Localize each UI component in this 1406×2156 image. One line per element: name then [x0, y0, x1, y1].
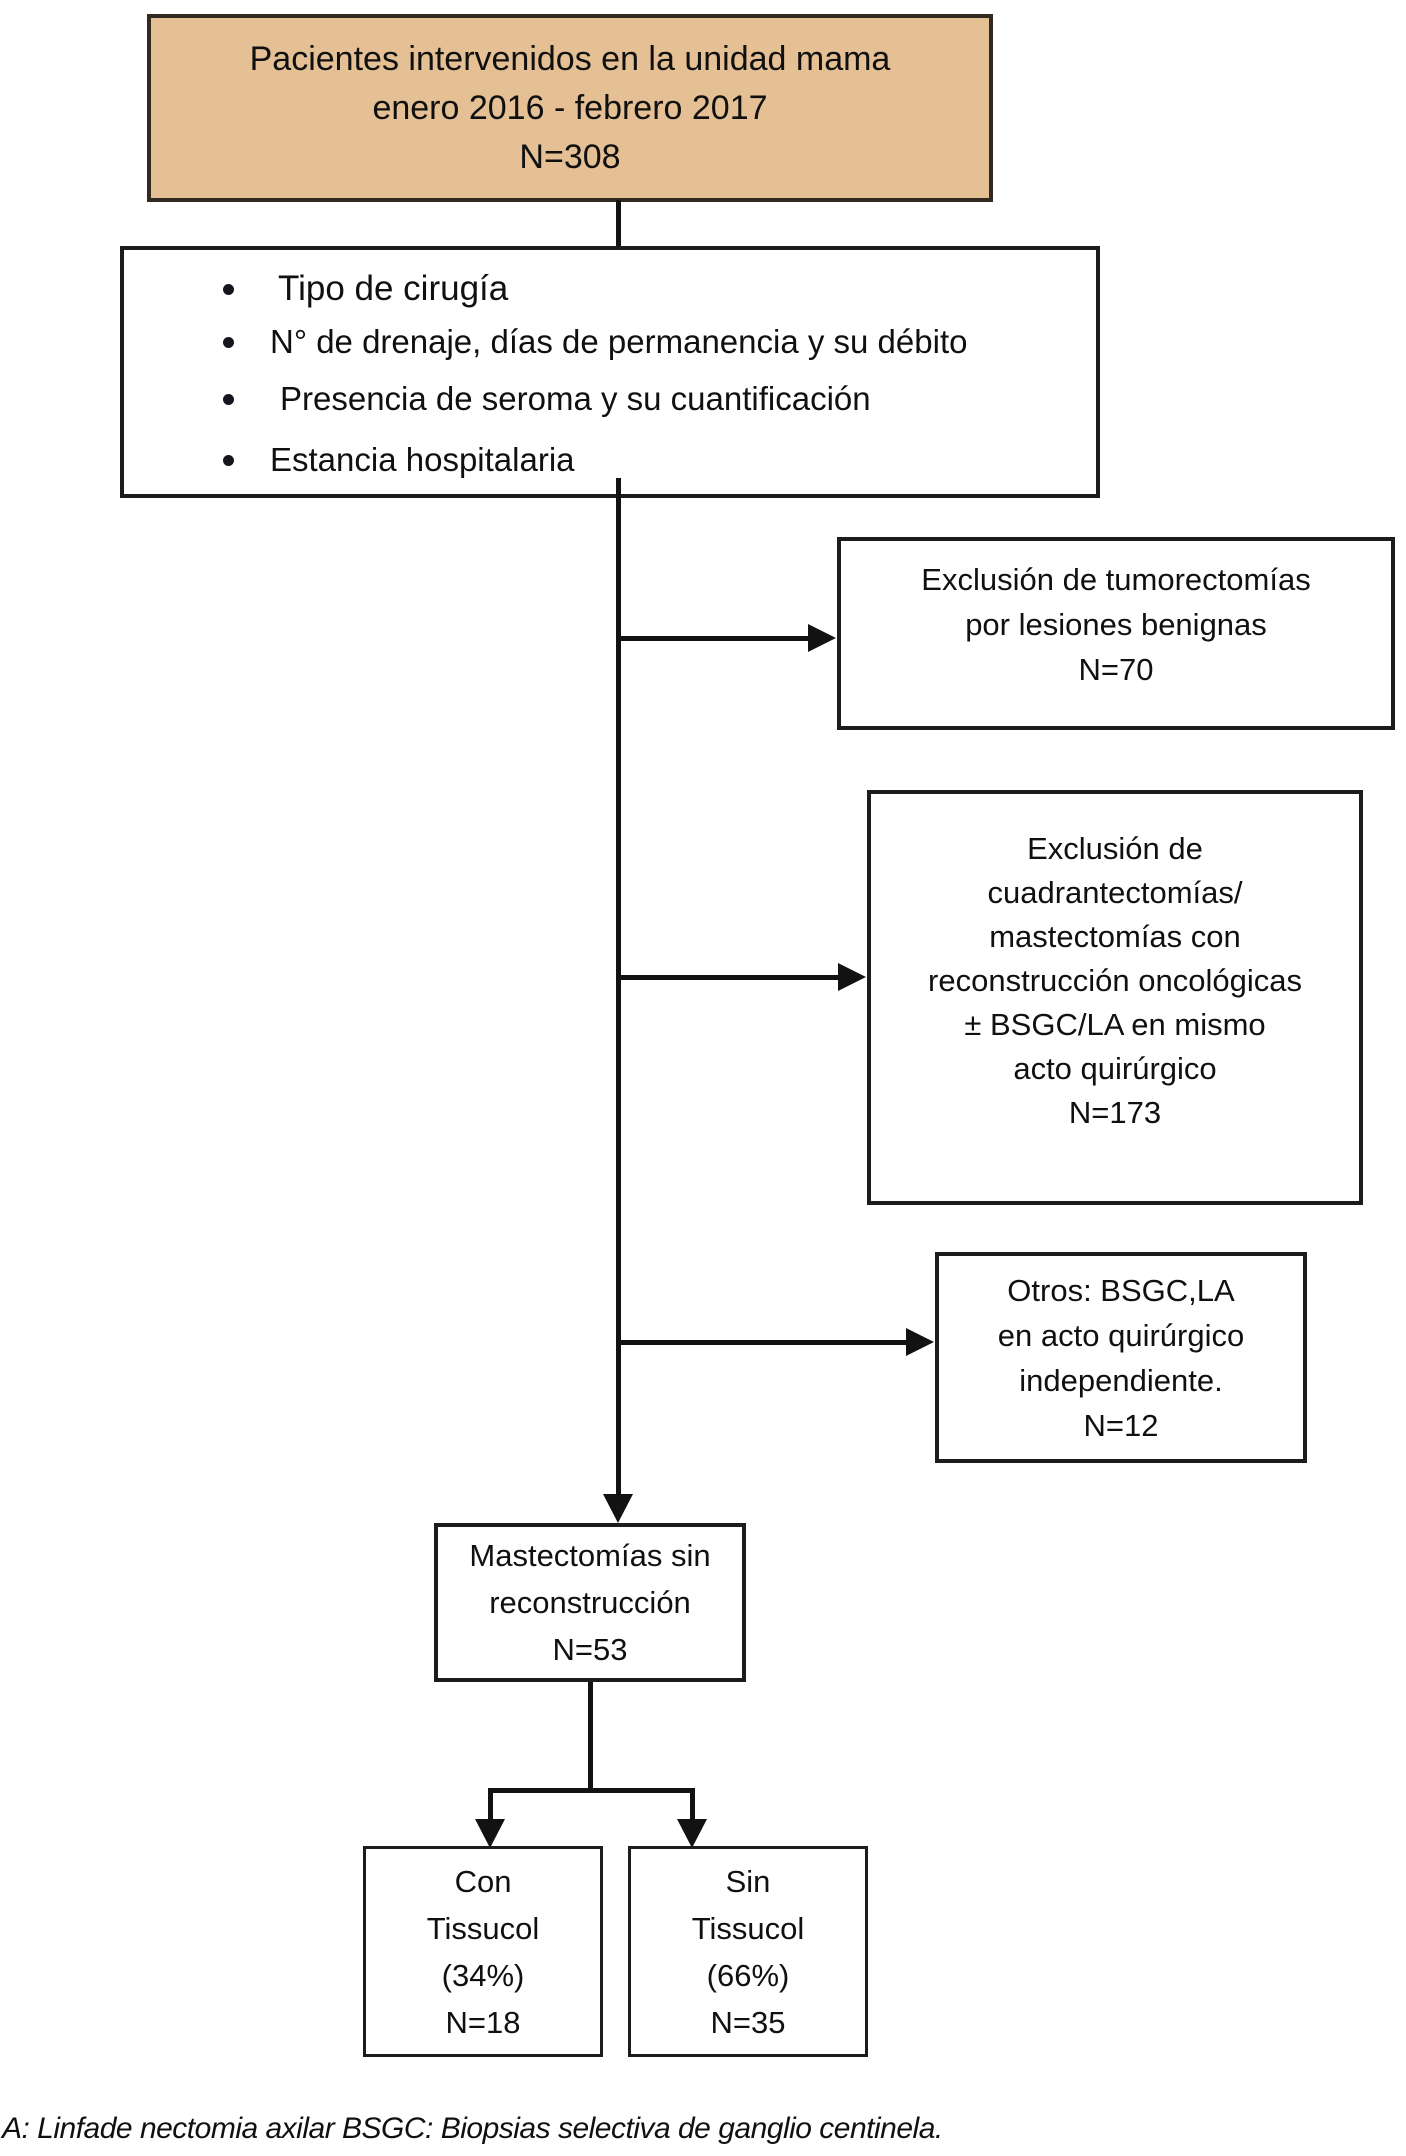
- box-line: Otros: BSGC,LA: [1007, 1272, 1235, 1308]
- box-line: acto quirúrgico: [1013, 1051, 1217, 1086]
- box-line: Mastectomías sin: [469, 1538, 711, 1573]
- bullet-icon: [223, 336, 234, 348]
- connector-mastectomy-to-split: [588, 1682, 593, 1790]
- box-line: reconstrucción: [489, 1585, 691, 1620]
- box-line: Tissucol: [691, 1910, 805, 1946]
- criteria-label: Tipo de cirugía: [278, 269, 509, 308]
- criteria-label: Presencia de seroma y su cuantificación: [280, 380, 871, 417]
- box-count: N=53: [552, 1632, 628, 1667]
- box-percent: (34%): [441, 1957, 525, 1993]
- box-line: cuadrantectomías/: [987, 875, 1243, 910]
- box-line: mastectomías con: [989, 919, 1241, 954]
- title-count: N=308: [519, 137, 621, 176]
- criteria-item: Tipo de cirugía: [124, 269, 1096, 309]
- criteria-label: Estancia hospitalaria: [270, 441, 575, 478]
- connector-title-to-criteria: [616, 200, 621, 248]
- footnote: A: Linfade nectomia axilar BSGC: Biopsia…: [2, 2112, 943, 2145]
- connector-branch-exclusion-2: [616, 975, 842, 980]
- box-line: independiente.: [1019, 1362, 1223, 1398]
- criteria-item: Presencia de seroma y su cuantificación: [124, 379, 1096, 419]
- arrowhead-down-con-tissucol-icon: [475, 1819, 505, 1848]
- connector-branch-otros: [616, 1340, 910, 1345]
- exclusion-box-cuadrantectomias: Exclusión de cuadrantectomías/ mastectom…: [867, 790, 1363, 1205]
- connector-split-left-drop: [488, 1788, 493, 1822]
- bullet-icon: [223, 454, 234, 466]
- title-line: Pacientes intervenidos en la unidad mama: [249, 39, 891, 78]
- box-count: N=70: [1078, 652, 1154, 687]
- outcome-box-sin-tissucol: Sin Tissucol (66%) N=35: [628, 1846, 868, 2057]
- box-line: por lesiones benignas: [965, 607, 1267, 642]
- box-count: N=12: [1083, 1407, 1159, 1443]
- criteria-label: N° de drenaje, días de permanencia y su …: [270, 323, 968, 360]
- box-percent: (66%): [706, 1957, 790, 1993]
- title-box: Pacientes intervenidos en la unidad mama…: [147, 14, 993, 202]
- criteria-item: N° de drenaje, días de permanencia y su …: [124, 322, 1096, 362]
- box-line: en acto quirúrgico: [997, 1317, 1245, 1353]
- connector-main-trunk: [616, 478, 621, 1496]
- otros-box: Otros: BSGC,LA en acto quirúrgico indepe…: [935, 1252, 1307, 1463]
- box-line: Exclusión de tumorectomías: [921, 562, 1311, 597]
- box-count: N=35: [710, 2004, 786, 2040]
- box-count: N=173: [1068, 1095, 1162, 1130]
- connector-branch-exclusion-1: [616, 636, 812, 641]
- arrowhead-right-exclusion-1-icon: [808, 624, 836, 652]
- box-line: reconstrucción oncológicas: [928, 963, 1302, 998]
- exclusion-box-tumorectomias: Exclusión de tumorectomías por lesiones …: [837, 537, 1395, 730]
- box-line: Exclusión de: [1027, 831, 1203, 866]
- box-line: ± BSGC/LA en mismo: [964, 1007, 1266, 1042]
- arrowhead-down-to-mastectomy-icon: [603, 1494, 633, 1523]
- criteria-box: Tipo de cirugía N° de drenaje, días de p…: [120, 246, 1100, 498]
- box-line: Sin: [725, 1863, 771, 1899]
- bullet-icon: [223, 283, 234, 295]
- title-line: enero 2016 - febrero 2017: [372, 88, 768, 127]
- mastectomy-box: Mastectomías sin reconstrucción N=53: [434, 1523, 746, 1682]
- arrowhead-down-sin-tissucol-icon: [677, 1819, 707, 1848]
- box-line: Tissucol: [426, 1910, 540, 1946]
- box-line: Con: [454, 1863, 512, 1899]
- bullet-icon: [223, 393, 234, 405]
- box-count: N=18: [445, 2004, 521, 2040]
- arrowhead-right-otros-icon: [906, 1328, 934, 1356]
- criteria-item: Estancia hospitalaria: [124, 440, 1096, 480]
- outcome-box-con-tissucol: Con Tissucol (34%) N=18: [363, 1846, 603, 2057]
- connector-split-bar: [488, 1788, 695, 1793]
- connector-split-right-drop: [690, 1788, 695, 1822]
- arrowhead-right-exclusion-2-icon: [838, 963, 866, 991]
